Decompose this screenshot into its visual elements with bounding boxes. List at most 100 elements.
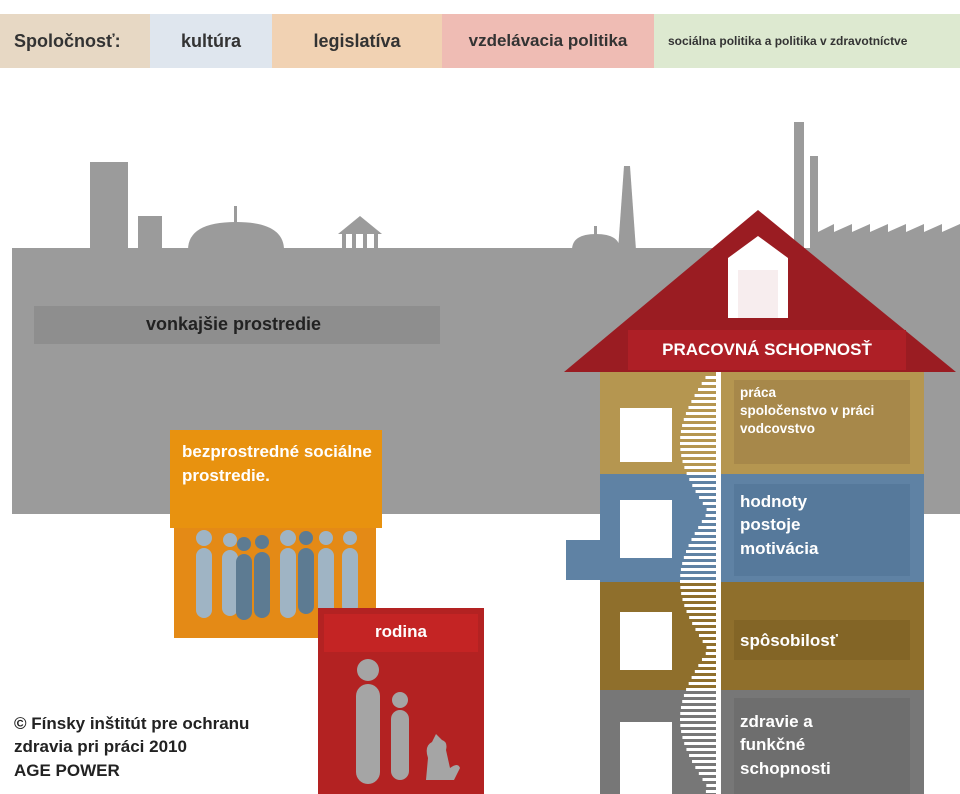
copyright-line-1: © Fínsky inštitút pre ochranu (14, 714, 250, 733)
staircase-rung (692, 760, 718, 763)
staircase-rung (694, 394, 718, 397)
staircase-rung (701, 382, 718, 385)
staircase-rung (688, 544, 718, 547)
staircase-rung (689, 616, 718, 619)
floor-4-text-panel (734, 698, 910, 794)
tab-legislation[interactable]: legislatíva (272, 14, 442, 68)
staircase-rung (699, 496, 718, 499)
staircase-rung (681, 730, 718, 733)
roof-label: PRACOVNÁ SCHOPNOSŤ (662, 340, 872, 359)
staircase-rung (705, 790, 718, 793)
staircase-rung (705, 376, 718, 379)
staircase-rung (682, 700, 718, 703)
immediate-social-environment-label-box (170, 430, 382, 528)
staircase-rung (682, 562, 718, 565)
staircase-rung (680, 712, 718, 715)
staircase-rung (680, 718, 718, 721)
staircase-rung (680, 442, 718, 445)
staircase-rung (698, 388, 718, 391)
staircase-rung (706, 784, 718, 787)
staircase-rung (680, 448, 718, 451)
staircase-rung (698, 634, 718, 637)
family-label-box (324, 614, 478, 652)
floor-2-window (620, 500, 672, 558)
tab-social-health-policy[interactable]: sociálna politika a politika v zdravotní… (654, 14, 960, 68)
staircase-rung (695, 490, 718, 493)
staircase-rung (698, 664, 718, 667)
staircase-rung (692, 484, 718, 487)
floor-2-line-3: motivácia (740, 538, 819, 558)
floor-2-line-2: postoje (740, 515, 801, 535)
staircase-rung (680, 568, 718, 571)
floor-1-text: práca spoločenstvo v práci vodcovstvo (740, 384, 874, 437)
tab-education-policy[interactable]: vzdelávacia politika (442, 14, 654, 68)
society-tab-bar: Spoločnosť: kultúra legislatíva vzdeláva… (0, 14, 960, 68)
copyright-note: © Fínsky inštitút pre ochranu zdravia pr… (14, 712, 249, 782)
staircase-rung (692, 622, 718, 625)
floor-4-text: zdravie a funkčné schopnosti (740, 710, 831, 780)
group-of-people-icon (196, 530, 358, 620)
staircase-rung (706, 646, 718, 649)
staircase-rung (702, 502, 718, 505)
floor-1-line-1: práca (740, 385, 777, 400)
family-label: rodina (375, 622, 427, 641)
staircase-rung (685, 412, 718, 415)
house-balcony (566, 540, 606, 580)
staircase-rung (686, 748, 718, 751)
staircase-rung (702, 640, 718, 643)
staircase-rung (689, 754, 718, 757)
outer-environment-label: vonkajšie prostredie (146, 314, 322, 334)
staircase-rung (686, 688, 718, 691)
staircase-rung (705, 514, 718, 517)
floor-4-line-3: schopnosti (740, 758, 831, 778)
floor-2-text-panel (734, 484, 910, 576)
staircase-rung (698, 526, 718, 529)
staircase-rung (683, 418, 718, 421)
floor-1-text-panel (734, 380, 910, 464)
staircase-rung (698, 772, 718, 775)
staircase-rung (681, 454, 718, 457)
tab-social-health-policy-label: sociálna politika a politika v zdravotní… (668, 34, 908, 48)
floor-1-window (620, 408, 672, 462)
staircase-rung (680, 430, 718, 433)
staircase-rung (691, 676, 718, 679)
staircase-rung (680, 436, 718, 439)
staircase-rung (705, 652, 718, 655)
floor-1-line-3: vodcovstvo (740, 420, 816, 436)
floor-4-window (620, 722, 672, 794)
floor-4-line-2: funkčné (740, 735, 806, 755)
floor-3-line-1: spôsobilosť (740, 631, 838, 650)
staircase-rung (688, 406, 718, 409)
staircase-rung (680, 706, 718, 709)
staircase-rung (701, 658, 718, 661)
staircase-rung (695, 628, 718, 631)
tab-culture[interactable]: kultúra (150, 14, 272, 68)
staircase-rung (684, 466, 718, 469)
roof-label-box (628, 330, 906, 370)
staircase-rung (695, 766, 718, 769)
staircase-rung (691, 400, 718, 403)
tab-education-policy-label: vzdelávacia politika (468, 31, 628, 50)
staircase-rung (680, 574, 718, 577)
staircase-rung (686, 472, 718, 475)
staircase-rung (694, 532, 718, 535)
floor-2-line-1: hodnoty (740, 492, 808, 511)
staircase-rung (701, 520, 718, 523)
copyright-line-3: AGE POWER (14, 760, 120, 780)
society-label: Spoločnosť: (0, 14, 150, 68)
staircase-rung (683, 694, 718, 697)
staircase-rung (683, 556, 718, 559)
family-members-icon (356, 659, 460, 784)
staircase-rung (702, 778, 718, 781)
immediate-social-environment-label: bezprostredné sociálne prostredie. (182, 442, 372, 486)
staircase-rung (682, 460, 718, 463)
staircase-spine (716, 372, 721, 794)
staircase-rung (682, 598, 718, 601)
staircase-rung (682, 736, 718, 739)
tab-culture-label: kultúra (180, 30, 241, 51)
tab-legislation-label: legislatíva (313, 30, 401, 51)
staircase-rung (680, 580, 718, 583)
staircase-rung (686, 610, 718, 613)
floor-4-line-1: zdravie a (740, 712, 813, 731)
copyright-line-2: zdravia pri práci 2010 (14, 737, 187, 757)
